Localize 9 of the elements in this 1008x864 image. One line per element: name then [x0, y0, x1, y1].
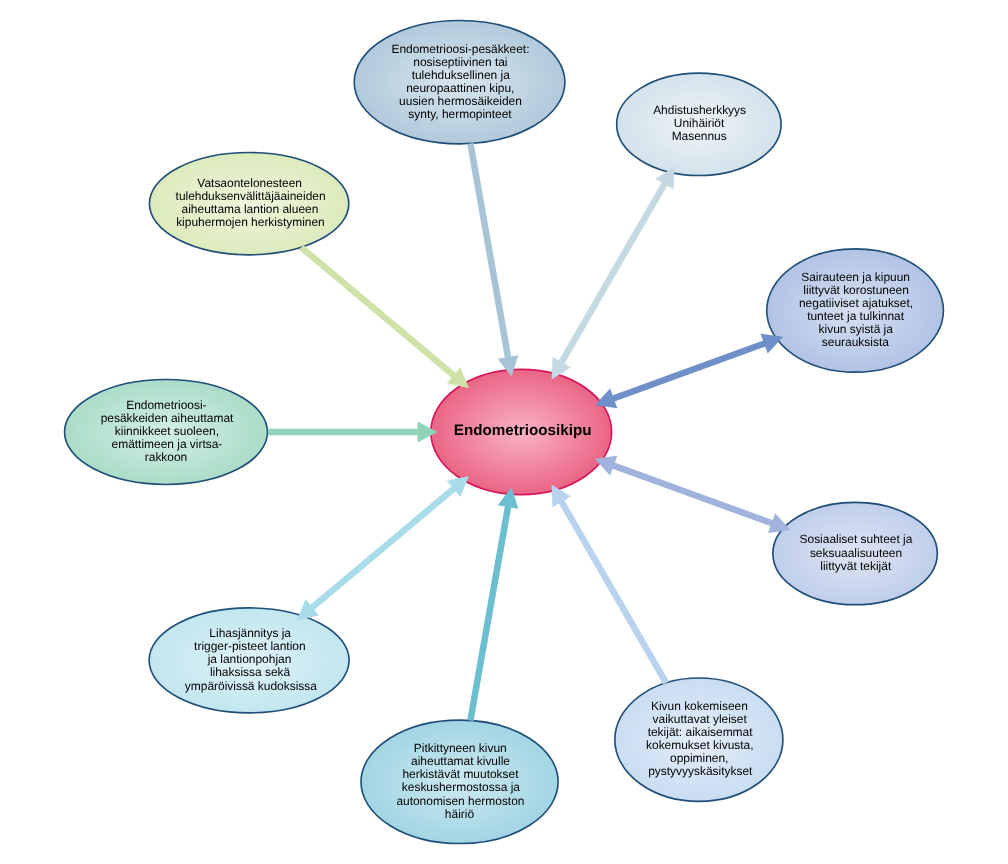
arrow [551, 484, 669, 685]
arrow [594, 333, 783, 409]
arrow [299, 244, 469, 389]
arrow [296, 475, 469, 621]
arrow [267, 421, 438, 443]
arrow [467, 487, 519, 722]
arrow [594, 455, 791, 534]
arrow [551, 166, 675, 380]
arrow [467, 142, 519, 377]
